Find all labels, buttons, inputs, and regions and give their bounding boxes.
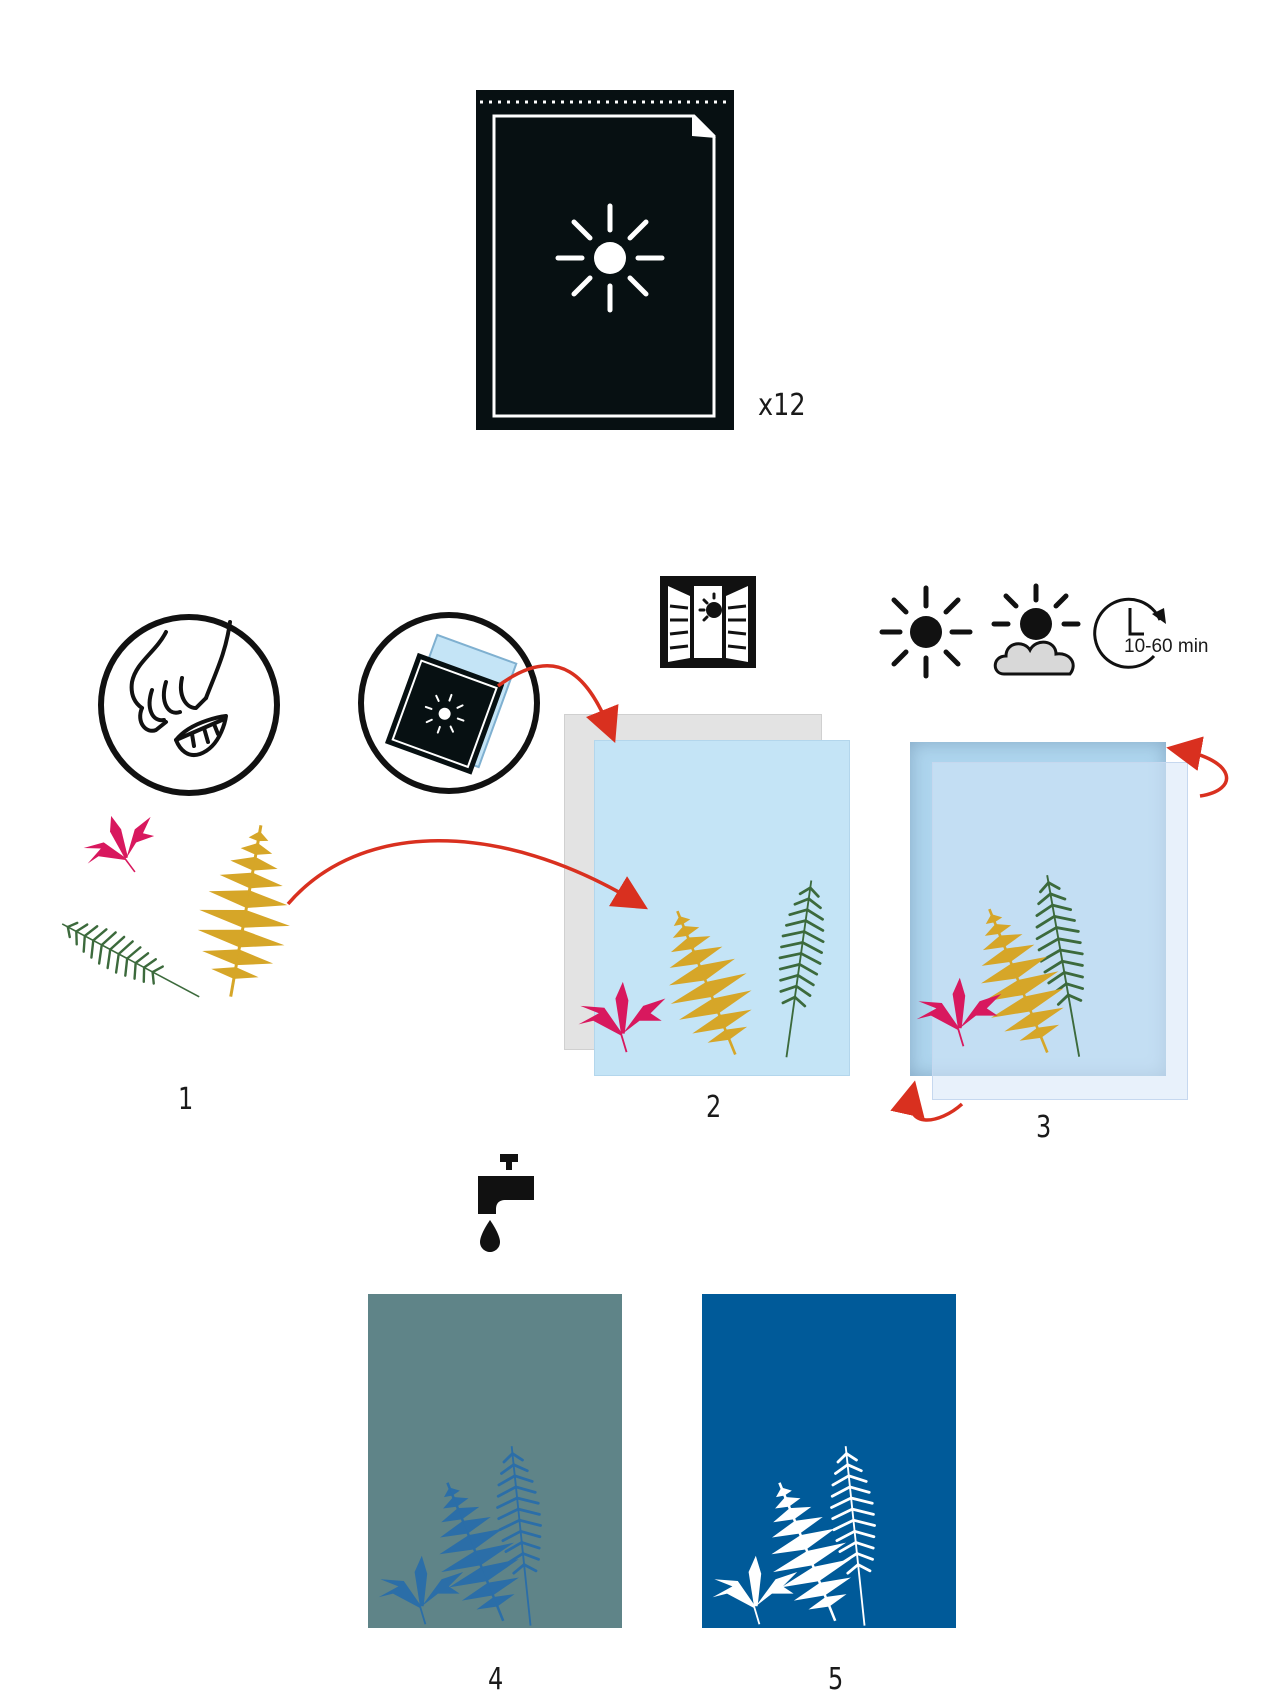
step-number-2: 2 [706, 1090, 722, 1125]
exposure-duration: 10-60 min [1124, 636, 1209, 657]
hand-picking-leaf-icon [96, 612, 282, 798]
leaf-silhouette-rinsed [374, 1554, 466, 1626]
pack-quantity: x12 [758, 388, 806, 423]
step-number-3: 3 [1036, 1110, 1052, 1145]
paper-out-of-pack-icon [356, 610, 542, 796]
sunny-window-icon [660, 576, 756, 668]
leaf-silhouette-final [708, 1554, 800, 1626]
arrow-paper-to-board [496, 664, 619, 743]
clock-timer-icon [1093, 594, 1174, 669]
sun-behind-cloud-icon [990, 583, 1082, 684]
arrow-cover-bottom [890, 1080, 964, 1122]
water-tap-icon [478, 1154, 536, 1252]
arrow-leaves-to-paper [286, 839, 648, 910]
acrylic-cover-sheet [932, 762, 1188, 1100]
paper-pack-illustration [476, 90, 734, 430]
arrow-cover-top [1166, 736, 1229, 798]
sun-icon [555, 203, 665, 313]
step-number-5: 5 [828, 1662, 844, 1697]
step-number-4: 4 [488, 1662, 504, 1697]
sun-icon [879, 585, 973, 679]
step-number-1: 1 [178, 1082, 194, 1117]
